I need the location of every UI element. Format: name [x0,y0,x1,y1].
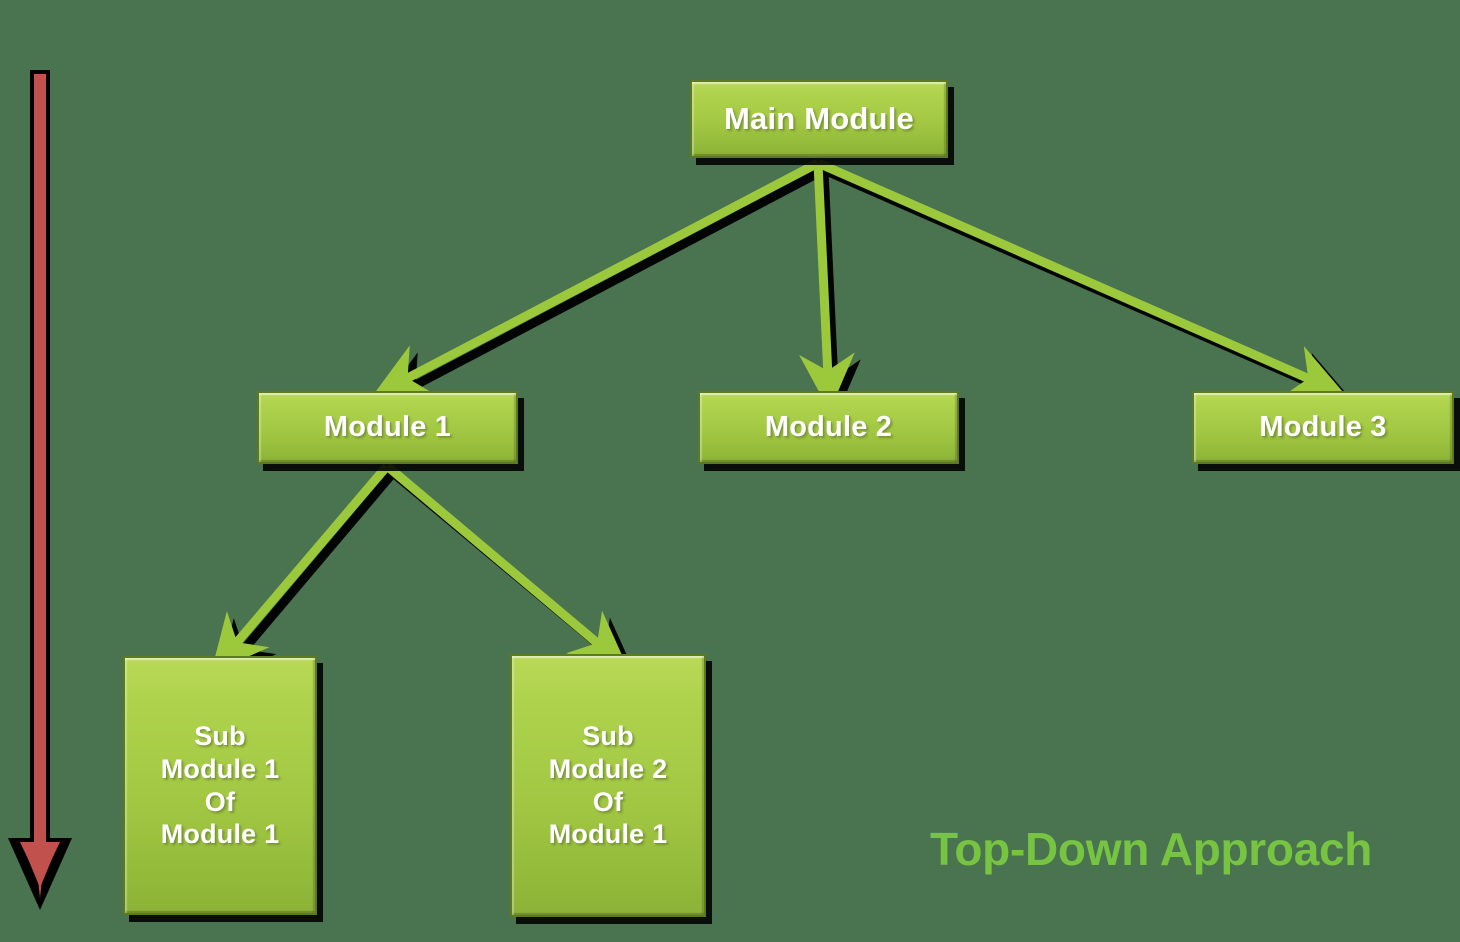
node-module-2[interactable]: Module 2 [698,391,959,464]
node-module-1-label: Module 1 [323,410,452,443]
node-sub-module-2[interactable]: Sub Module 2 Of Module 1 [510,654,706,917]
node-module-3[interactable]: Module 3 [1192,391,1454,464]
node-sub-module-1-label: Sub Module 1 Of Module 1 [160,720,280,850]
edge-module1-to-submodule1 [210,463,391,674]
edge-main-to-module3 [816,158,1346,398]
edge-main-to-module1 [371,159,821,397]
node-sub-module-2-label: Sub Module 2 Of Module 1 [548,720,668,850]
node-module-3-label: Module 3 [1259,410,1387,443]
edge-main-to-module2 [799,162,855,412]
node-main-module[interactable]: Main Module [690,80,948,158]
edge-module1-to-submodule2 [384,462,629,670]
node-main-module-label: Main Module [724,101,914,137]
node-sub-module-1[interactable]: Sub Module 1 Of Module 1 [123,656,317,915]
node-module-1[interactable]: Module 1 [257,391,518,464]
top-down-direction-arrow [8,70,72,910]
node-module-2-label: Module 2 [764,410,893,443]
diagram-caption: Top-Down Approach [930,823,1373,875]
